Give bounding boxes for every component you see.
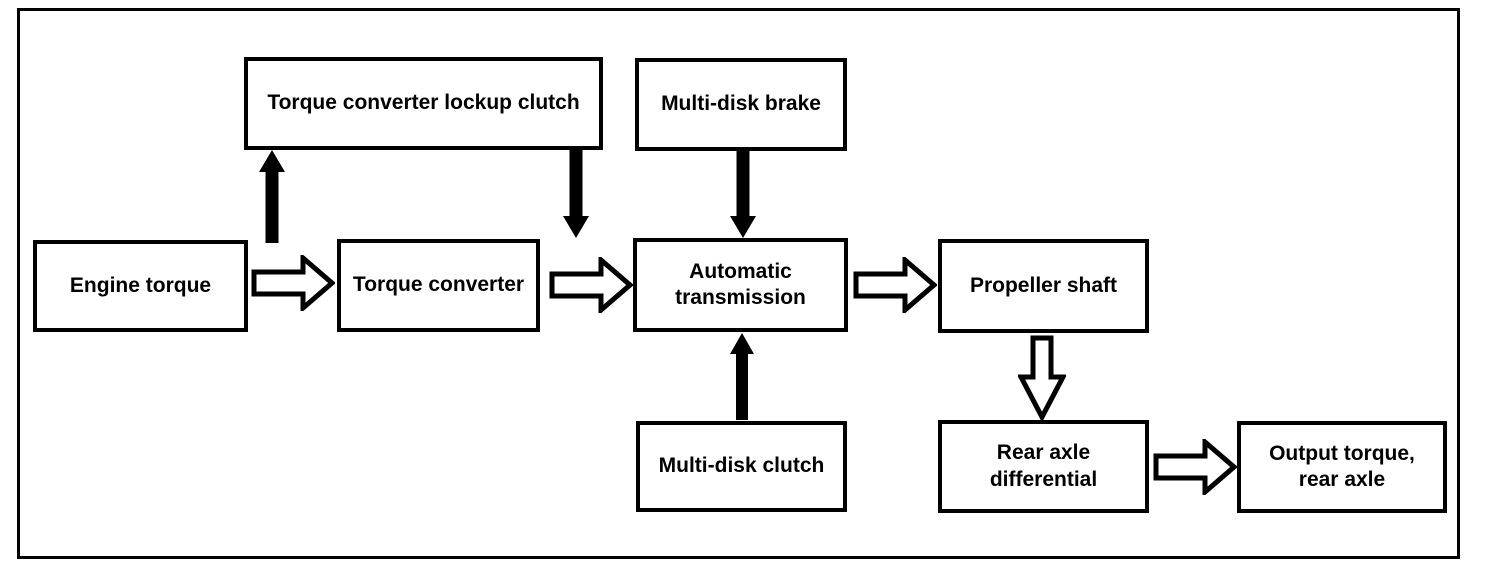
solid-down-arrow-lockup-clutch-to-transmission-input bbox=[563, 150, 589, 238]
node-output-torque-rear-axle-label: Output torque, rear axle bbox=[1269, 441, 1415, 491]
node-rear-axle-differential-label: Rear axle differential bbox=[989, 441, 1098, 491]
node-rear-axle-differential: Rear axle differential bbox=[938, 420, 1149, 513]
node-engine-torque-label: Engine torque bbox=[69, 273, 212, 297]
node-propeller-shaft: Propeller shaft bbox=[938, 239, 1149, 333]
node-multi-disk-brake: Multi-disk brake bbox=[635, 58, 847, 151]
node-engine-torque: Engine torque bbox=[33, 240, 248, 332]
hollow-right-arrow-transmission-to-propeller-shaft bbox=[853, 257, 937, 313]
hollow-down-arrow-propeller-shaft-to-rear-axle-differential bbox=[1018, 335, 1066, 420]
solid-up-arrow-multi-disk-clutch-to-transmission bbox=[730, 333, 754, 420]
solid-up-arrow-torque-converter-to-lockup-clutch bbox=[259, 150, 285, 243]
node-torque-converter-label: Torque converter bbox=[352, 273, 525, 297]
node-multi-disk-clutch: Multi-disk clutch bbox=[636, 421, 847, 512]
hollow-right-arrow-engine-torque-to-torque-converter bbox=[251, 255, 335, 311]
node-torque-converter-lockup-clutch-label: Torque converter lockup clutch bbox=[267, 91, 580, 115]
node-automatic-transmission: Automatic transmission bbox=[633, 238, 848, 332]
node-output-torque-rear-axle: Output torque, rear axle bbox=[1237, 421, 1447, 513]
node-propeller-shaft-label: Propeller shaft bbox=[969, 273, 1118, 297]
node-multi-disk-brake-label: Multi-disk brake bbox=[661, 92, 821, 116]
hollow-right-arrow-rear-axle-differential-to-output-torque bbox=[1153, 439, 1237, 495]
node-torque-converter: Torque converter bbox=[337, 239, 540, 332]
node-automatic-transmission-label: Automatic transmission bbox=[675, 259, 806, 309]
node-multi-disk-clutch-label: Multi-disk clutch bbox=[658, 454, 825, 478]
node-torque-converter-lockup-clutch: Torque converter lockup clutch bbox=[244, 57, 603, 150]
hollow-right-arrow-torque-converter-to-transmission bbox=[549, 257, 633, 313]
solid-down-arrow-multi-disk-brake-to-transmission bbox=[730, 151, 756, 238]
